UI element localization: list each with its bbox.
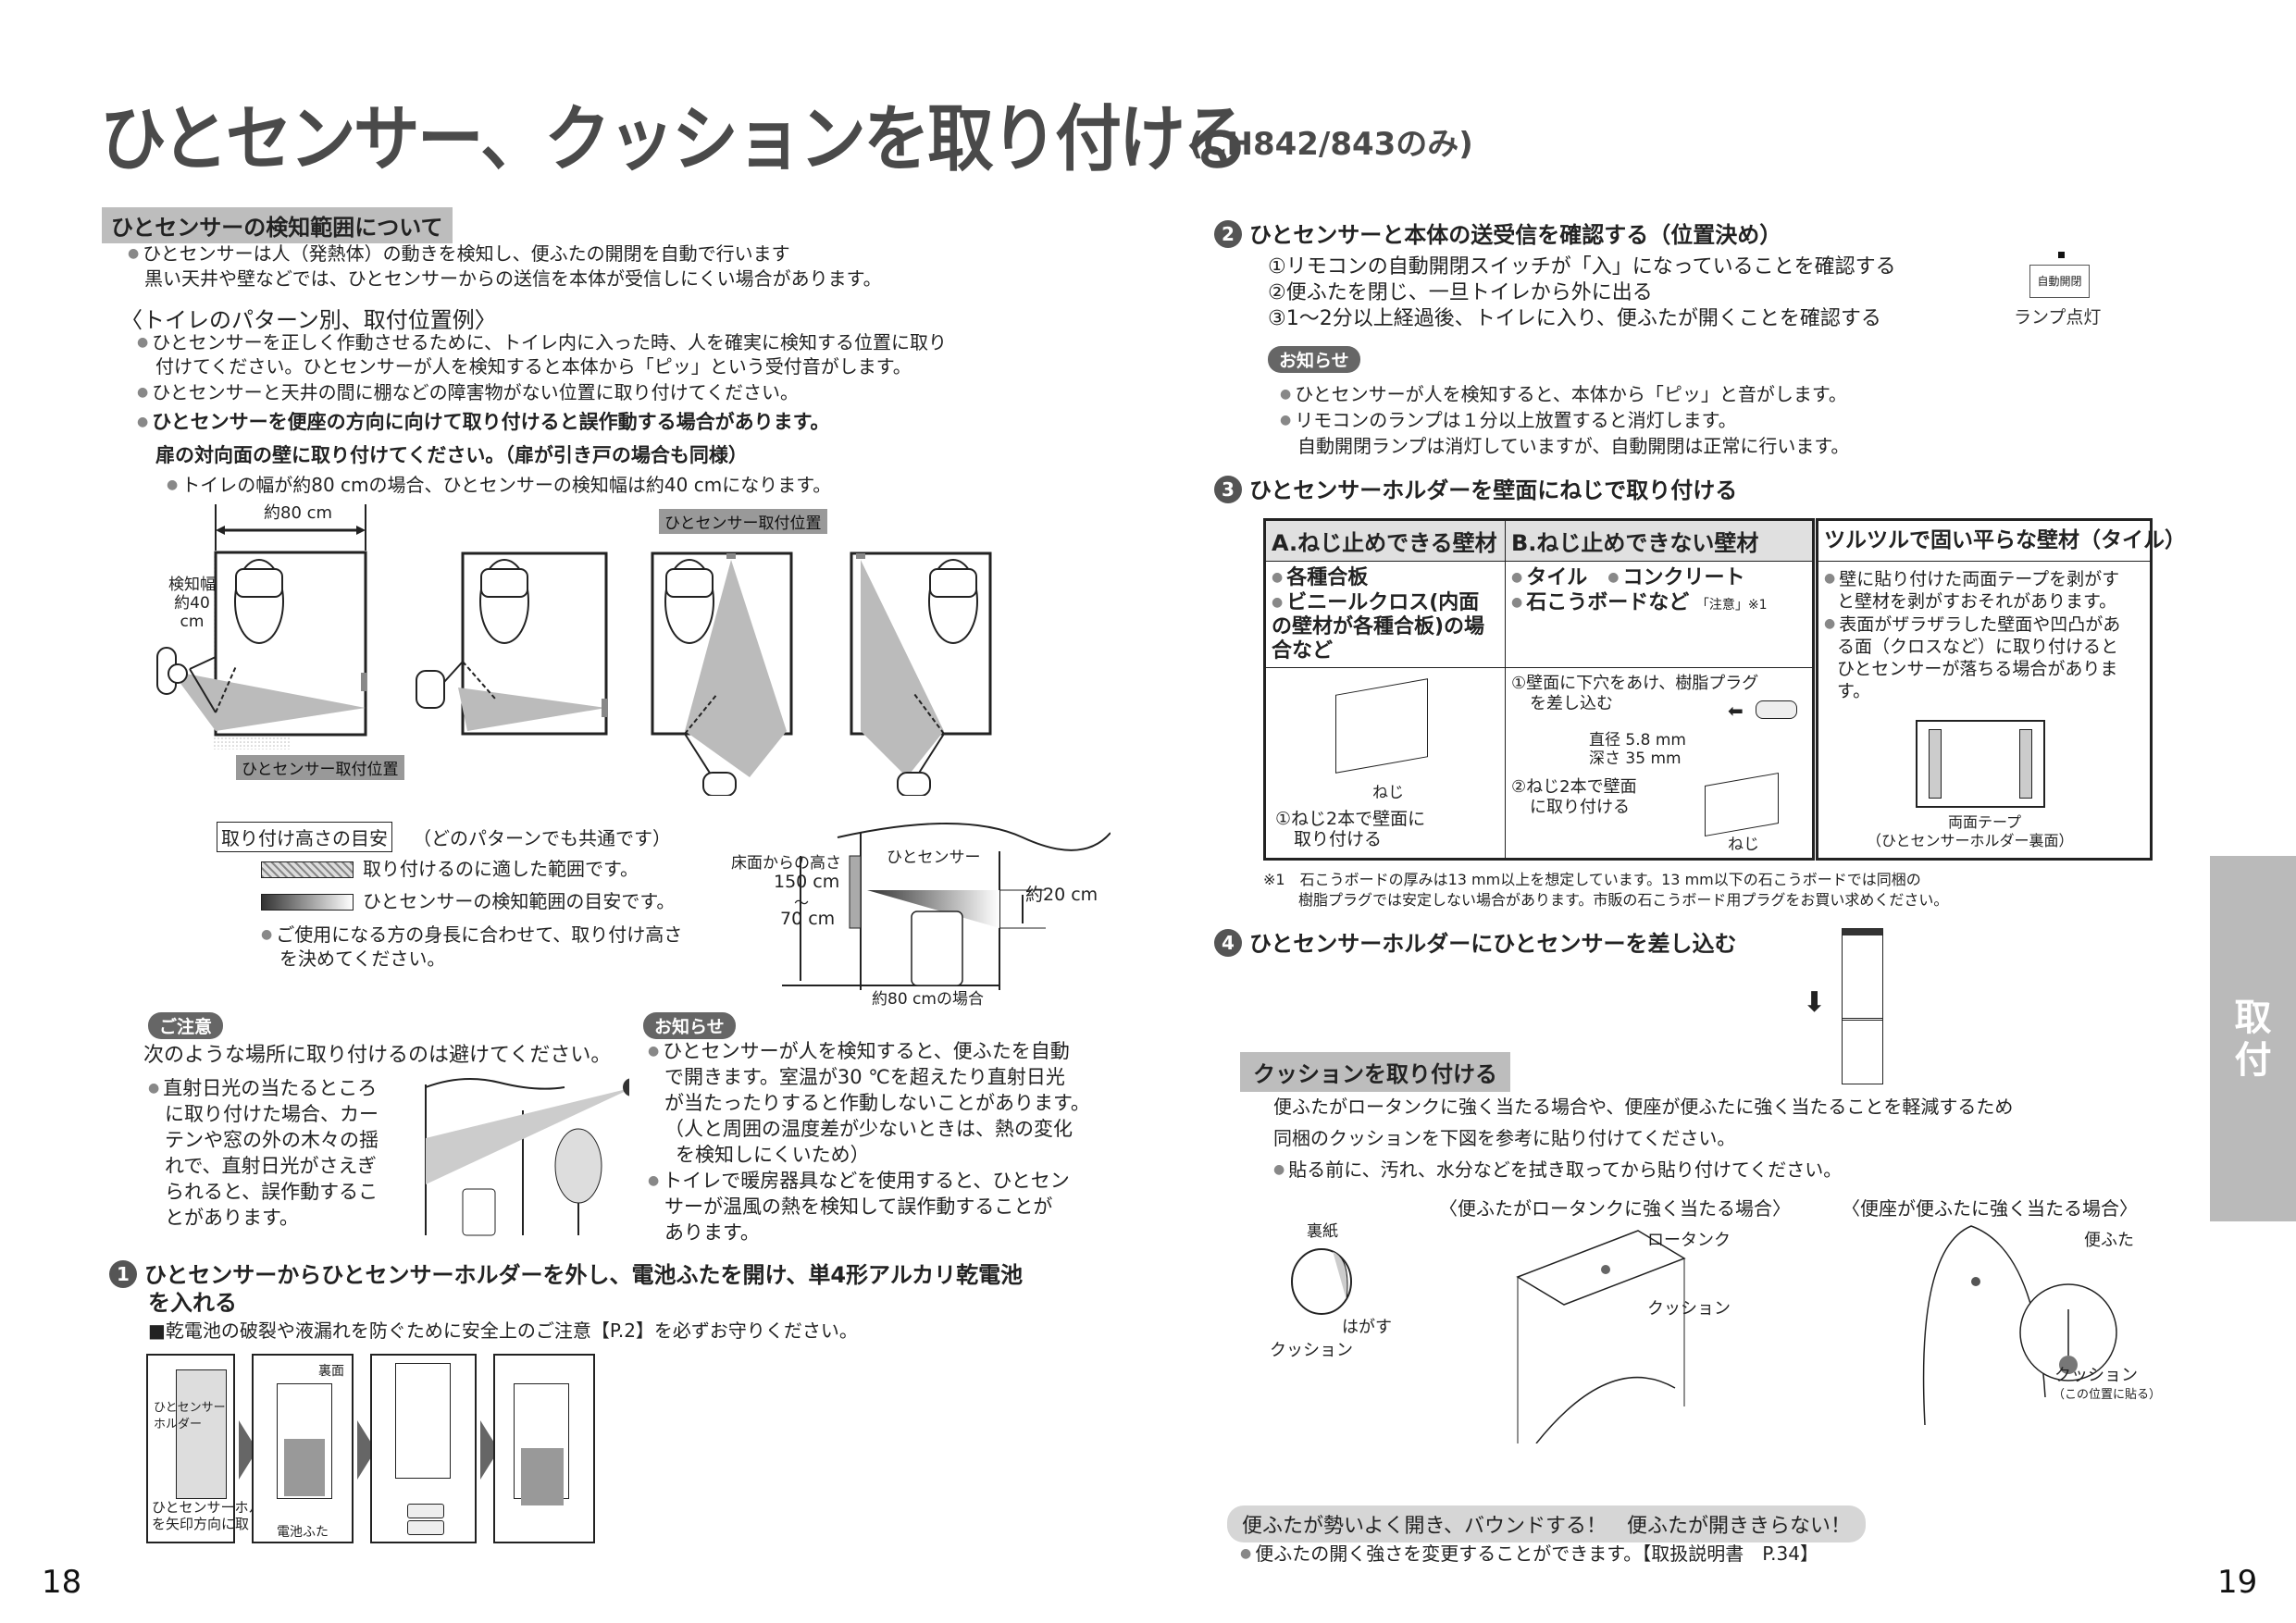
detect-line-1: ひとセンサーは人（発熱体）の動きを検知し、便ふたの開閉を自動で行います [128, 241, 789, 266]
notice-text: ひとセンサーが人を検知すると、便ふたを自動 で開きます。室温が30 ℃を超えたり… [648, 1038, 1090, 1245]
height-diagram [782, 823, 1111, 990]
plug-arrow-icon: ⬅ [1728, 700, 1744, 722]
toilet-layout-diagrams [156, 504, 992, 796]
col-b-header: B.ねじ止めできない壁材 [1505, 519, 1814, 562]
sensor-illustration [1842, 928, 1883, 1021]
step2-notice-3: 自動開閉ランプは消灯していますが、自動開閉は正常に行います。 [1297, 435, 1850, 457]
step2-item-3: ③1〜2分以上経過後、トイレに入り、便ふたが開くことを確認する [1268, 307, 1881, 330]
pattern-bullet-2: ひとセンサーと天井の間に棚などの障害物がない位置に取り付けてください。 [137, 379, 799, 405]
sunlight-diagram [425, 1078, 629, 1236]
cushion-lid-sub: （この位置に貼る） [2053, 1388, 2162, 1402]
section-tab-install: 取付 [2210, 856, 2296, 1221]
col-c-header: ツルツルで固い平らな壁材（タイル） [1818, 521, 2186, 562]
cushion-tank-label: クッション [1647, 1299, 1731, 1319]
step1-number: 1 [109, 1260, 137, 1288]
legend-detect: ひとセンサーの検知範囲の目安です。 [363, 890, 676, 912]
width-note: トイレの幅が約80 cmの場合、ひとセンサーの検知幅は約40 cmになります。 [167, 472, 831, 498]
step1-panel-2: 裏面 電池ふた [252, 1354, 354, 1543]
sensor-position-label-2: ひとセンサー取付位置 [659, 509, 827, 534]
height-bottom: 70 cm [780, 909, 836, 929]
model-note: (CH842/843のみ) [1189, 126, 1473, 163]
tank-label: ロータンク [1647, 1231, 1731, 1250]
caution-heading: 次のような場所に取り付けるのは避けてください。 [143, 1044, 612, 1067]
height-guide-box: 取り付け高さの目安 [217, 822, 392, 852]
detect-range-swatch [261, 894, 354, 911]
peel-label: はがす [1342, 1318, 1392, 1337]
height-tilde: 〜 [794, 894, 810, 911]
cushion-lid-label: クッション [2054, 1366, 2138, 1385]
step2-notice-1: ひとセンサーが人を検知すると、本体から「ピッ」と音がします。 [1280, 381, 1847, 407]
height-common-note: （どのパターンでも共通です） [413, 827, 671, 849]
holder-illustration [1842, 1018, 1883, 1084]
wall-material-table: A.ねじ止めできる壁材 B.ねじ止めできない壁材 各種合板 ビニールクロス(内面… [1263, 518, 1815, 861]
pattern-bold-sub: 扉の対向面の壁に取り付けてください。（扉が引き戸の場合も同様） [155, 444, 748, 466]
step1-panel-4 [493, 1354, 595, 1543]
notice-badge: お知らせ [643, 1012, 736, 1039]
pattern-bold-bullet: ひとセンサーを便座の方向に向けて取り付けると誤作動する場合があります。 [137, 407, 829, 435]
arrow-down-icon: ⬇ [1803, 986, 1827, 1019]
lid-label: 便ふた [2084, 1231, 2134, 1250]
cushion-heading: クッションを取り付ける [1240, 1052, 1510, 1092]
cushion-bullet: 貼る前に、汚れ、水分などを拭き取ってから貼り付けてください。 [1273, 1157, 1842, 1183]
detect-line-2: 黒い天井や壁などでは、ひとセンサーからの送信を本体が受信しにくい場合があります。 [144, 267, 882, 290]
step1-panel-1: ひとセンサー ホルダー ひとセンサーホルダーを矢印方向に取り外す [146, 1354, 291, 1543]
lid-bounce-bullet: 便ふたの開く強さを変更することができます。【取扱説明書 P.34】 [1240, 1541, 1818, 1567]
sensor-position-label-1: ひとセンサー取付位置 [236, 755, 404, 780]
range-label: 約20 cm [1025, 885, 1098, 905]
page-number-right: 19 [2217, 1564, 2258, 1601]
sensor-label: ひとセンサー [887, 849, 981, 867]
auto-open-button: 自動開閉 [2029, 265, 2090, 298]
step2-notice-2: リモコンのランプは１分以上放置すると消灯します。 [1280, 407, 1736, 433]
caution-badge: ご注意 [148, 1012, 224, 1039]
step2-item-1: ①リモコンの自動開閉スイッチが「入」になっていることを確認する [1268, 255, 1896, 279]
step3-number: 3 [1214, 476, 1242, 503]
page-number-left: 18 [42, 1564, 82, 1601]
page-title: ひとセンサー、クッションを取り付ける [100, 98, 1249, 181]
cushion-label: クッション [1270, 1341, 1353, 1360]
caution-text: 直射日光の当たるところ に取り付けた場合、カー テンや窓の外の木々の揺 れで、直… [148, 1075, 379, 1231]
pattern-bullet-1b: 付けてください。ひとセンサーが人を検知すると本体から「ピッ」という受付音がします… [155, 355, 912, 378]
cushion-case-2: 〈便座が便ふたに強く当たる場合〉 [1842, 1197, 2138, 1220]
cushion-line-1: 便ふたがロータンクに強く当たる場合や、便座が便ふたに強く当たることを軽減するため [1273, 1096, 2014, 1118]
step2-notice-badge: お知らせ [1268, 346, 1360, 373]
holder-screw-illustration [1335, 678, 1428, 774]
width-case-label: 約80 cmの場合 [872, 990, 984, 1009]
detect-range-heading: ひとセンサーの検知範囲について [102, 207, 453, 243]
room-width-label: 約80 cm [264, 503, 333, 523]
height-bullet-2: を決めてください。 [279, 948, 446, 970]
height-top: 150 cm [774, 872, 840, 892]
cushion-illustrations [1291, 1225, 2117, 1443]
suitable-range-swatch [261, 861, 354, 878]
col-a-header: A.ねじ止めできる壁材 [1264, 519, 1506, 562]
tape-holder-illustration [1916, 720, 2045, 808]
lamp-label: ランプ点灯 [2014, 307, 2102, 328]
floor-height-label: 床面からの高さ [731, 854, 841, 873]
height-bullet: ご使用になる方の身長に合わせて、取り付け高さ [261, 922, 682, 948]
cushion-line-2: 同梱のクッションを下図を参考に貼り付けてください。 [1273, 1127, 1736, 1149]
legend-suitable: 取り付けるのに適した範囲です。 [363, 858, 639, 880]
step1-panel-3 [370, 1354, 477, 1543]
lid-bounce-tip: 便ふたが勢いよく開き、バウンドする！ 便ふたが開ききらない！ [1227, 1505, 1867, 1542]
backing-paper-label: 裏紙 [1307, 1222, 1338, 1241]
step2-number: 2 [1214, 220, 1242, 248]
lamp-icon [2058, 252, 2065, 258]
smooth-wall-panel: ツルツルで固い平らな壁材（タイル） 壁に貼り付けた両面テープを剥がす と壁材を剥… [1816, 518, 2186, 861]
resin-plug-icon [1756, 700, 1797, 719]
step2-item-2: ②便ふたを閉じ、一旦トイレから外に出る [1268, 281, 1653, 304]
cushion-case-1: 〈便ふたがロータンクに強く当たる場合〉 [1439, 1197, 1791, 1220]
step1-note: ■乾電池の破裂や液漏れを防ぐために安全上のご注意【P.2】を必ずお守りください。 [148, 1319, 858, 1342]
footnote: ※1 石こうボードの厚みは13 mm以上を想定しています。13 mm以下の石こう… [1263, 871, 1949, 909]
step1-title-2: を入れる [148, 1290, 237, 1316]
step4-number: 4 [1214, 929, 1242, 957]
pattern-bullet-1: ひとセンサーを正しく作動させるために、トイレ内に入った時、人を確実に検知する位置… [137, 329, 947, 355]
